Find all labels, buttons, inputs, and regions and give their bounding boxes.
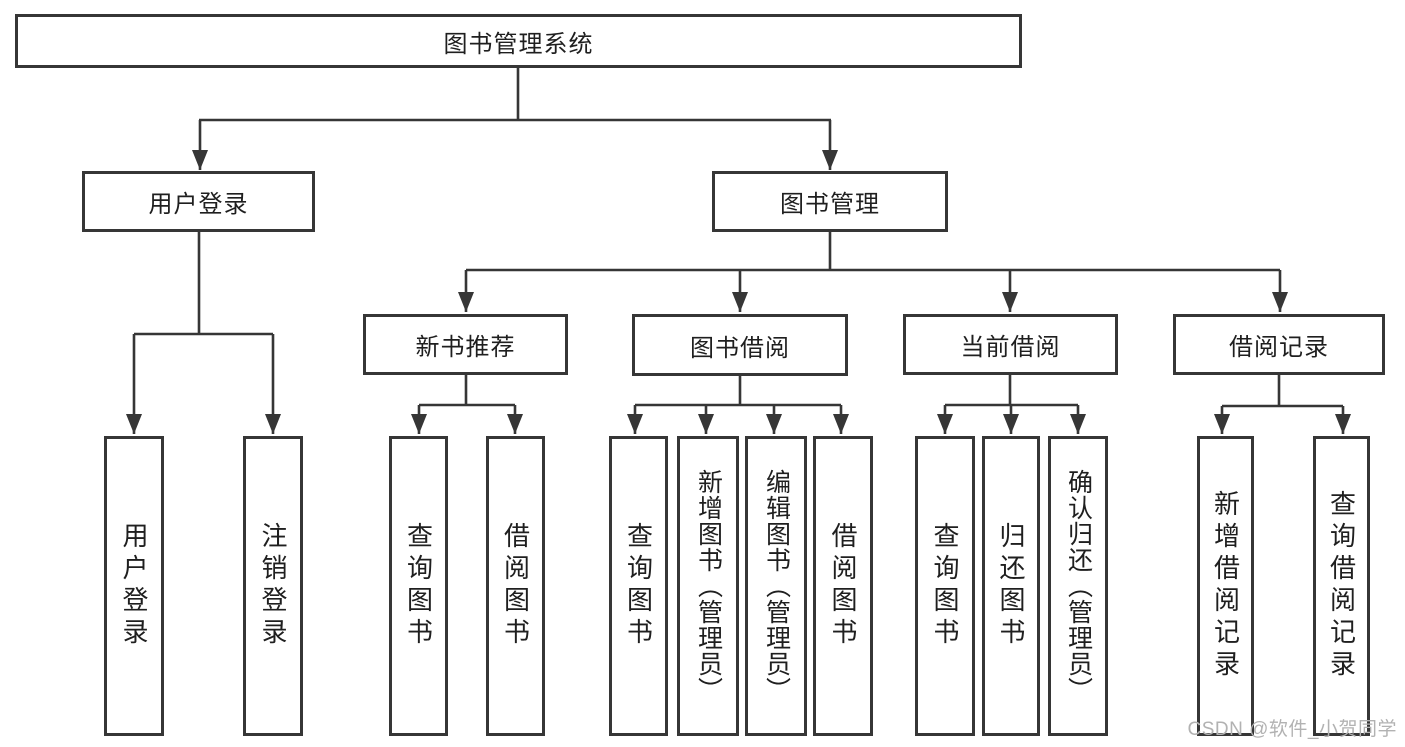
node-borrowing-records: 借阅记录: [1173, 314, 1385, 375]
leaf-user-login: 用户登录: [104, 436, 164, 736]
node-label: 当前借阅: [960, 334, 1061, 361]
node-label: 图书管理: [780, 191, 880, 218]
leaf-query-books-current: 查询图书: [915, 436, 975, 736]
node-label: 查询图书: [623, 522, 654, 650]
leaf-logout: 注销登录: [243, 436, 303, 736]
node-new-book-recommendation: 新书推荐: [363, 314, 568, 375]
node-label: 注销登录: [258, 522, 288, 650]
node-label: 图书管理系统: [443, 30, 594, 58]
node-label: 确认归还（管理员）: [1064, 469, 1093, 703]
leaf-query-books-borrowing: 查询图书: [609, 436, 668, 736]
leaf-borrow-books-borrowing: 借阅图书: [813, 436, 873, 736]
node-label: 新增借阅记录: [1210, 490, 1241, 682]
node-label: 用户登录: [148, 191, 249, 218]
node-label: 用户登录: [119, 522, 149, 650]
node-book-borrowing: 图书借阅: [632, 314, 848, 376]
node-label: 图书借阅: [690, 334, 790, 362]
node-label: 查询借阅记录: [1326, 490, 1357, 682]
node-label: 查询图书: [403, 522, 434, 650]
node-label: 新增图书（管理员）: [694, 469, 723, 703]
node-book-management: 图书管理: [712, 171, 948, 232]
node-label: 归还图书: [996, 522, 1026, 650]
node-user-login: 用户登录: [82, 171, 315, 232]
leaf-confirm-return-admin: 确认归还（管理员）: [1048, 436, 1108, 736]
leaf-edit-books-admin: 编辑图书（管理员）: [745, 436, 807, 736]
csdn-watermark: CSDN @软件_小贺同学: [1187, 719, 1397, 740]
leaf-add-books-admin: 新增图书（管理员）: [677, 436, 739, 736]
node-label: 编辑图书（管理员）: [762, 469, 791, 703]
node-library-management-system: 图书管理系统: [15, 14, 1022, 68]
node-current-borrowing: 当前借阅: [903, 314, 1118, 375]
leaf-query-borrow-record: 查询借阅记录: [1313, 436, 1370, 736]
leaf-add-borrow-record: 新增借阅记录: [1197, 436, 1254, 736]
leaf-borrow-books-new-rec: 借阅图书: [486, 436, 545, 736]
node-label: 借阅图书: [500, 522, 531, 650]
node-label: 查询图书: [930, 522, 960, 650]
node-label: 借阅记录: [1229, 334, 1329, 361]
leaf-query-books-new-rec: 查询图书: [389, 436, 448, 736]
node-label: 新书推荐: [415, 334, 516, 361]
node-label: 借阅图书: [828, 522, 858, 650]
leaf-return-books: 归还图书: [982, 436, 1040, 736]
